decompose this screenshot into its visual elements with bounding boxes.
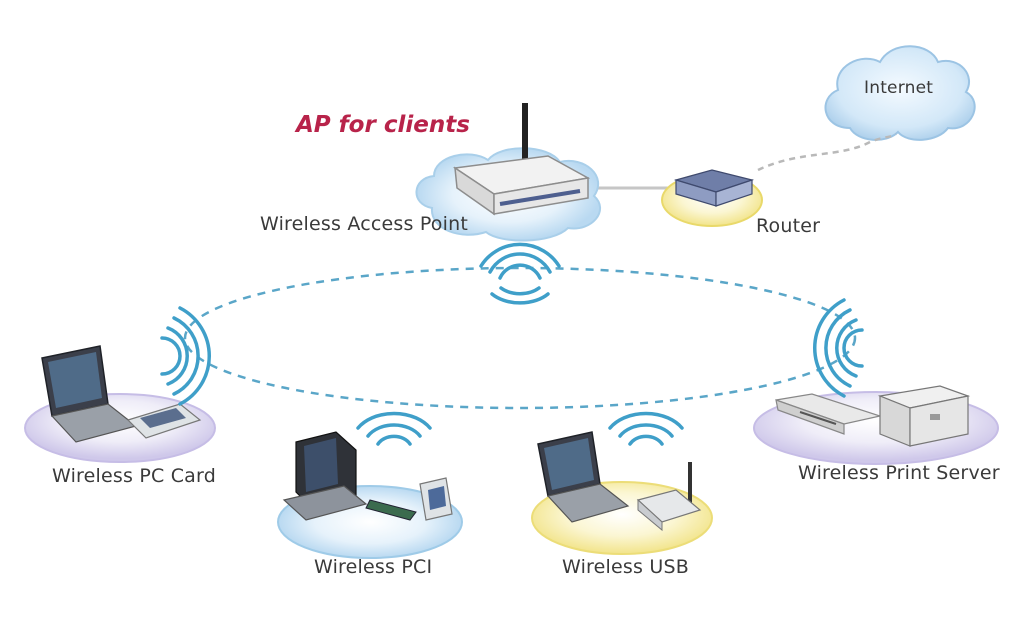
pc-card-signal-icon <box>160 306 212 406</box>
pci-label: Wireless PCI <box>314 556 433 578</box>
router-device <box>673 169 755 207</box>
pci-signal-icon <box>356 411 432 446</box>
usb-label: Wireless USB <box>562 556 689 578</box>
print-server-label: Wireless Print Server <box>798 462 1000 484</box>
internet-label: Internet <box>864 78 934 98</box>
pc-card-label: Wireless PC Card <box>52 465 216 487</box>
router-label: Router <box>756 215 821 237</box>
wireless-ring <box>183 266 857 410</box>
usb-laptop-icon <box>537 431 702 532</box>
access-point-label: Wireless Access Point <box>260 213 468 235</box>
usb-signal-icon <box>608 411 684 446</box>
pc-card-laptop-icon <box>41 345 202 443</box>
internet-cloud <box>824 45 976 141</box>
pci-desktop-icon <box>282 431 453 521</box>
internet-link <box>757 132 897 172</box>
diagram-title: AP for clients <box>296 112 470 138</box>
access-point-device <box>452 103 591 216</box>
print-server-signal-icon <box>812 298 864 398</box>
ap-signal-icon <box>479 242 561 305</box>
print-server-device-icon <box>775 385 971 447</box>
